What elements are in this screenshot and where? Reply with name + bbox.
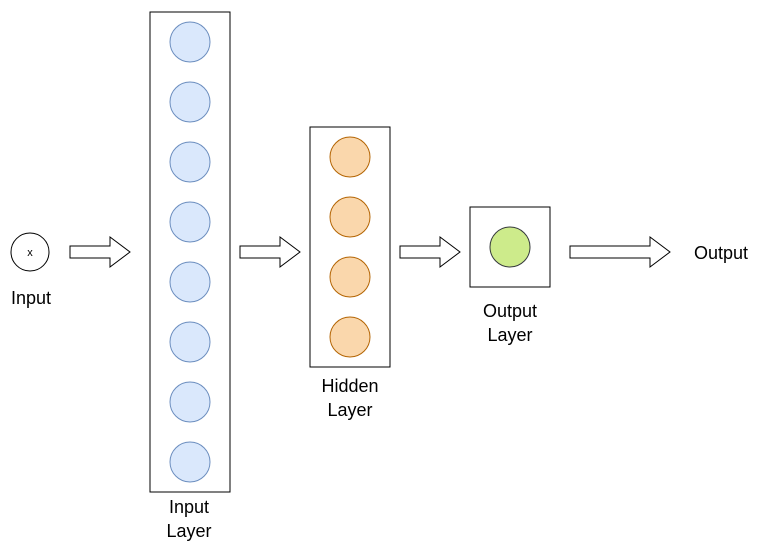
input-neuron-4 xyxy=(169,201,211,243)
arrow-output-layer-to-output xyxy=(569,236,671,268)
hidden-layer-label-line2: Layer xyxy=(327,400,372,420)
input-node xyxy=(10,232,50,272)
input-neuron-3 xyxy=(169,141,211,183)
input-neuron-6 xyxy=(169,321,211,363)
input-node-symbol: x xyxy=(27,247,33,259)
input-layer-label-line1: Input xyxy=(169,497,209,517)
input-neuron-2 xyxy=(169,81,211,123)
output-neuron-1 xyxy=(489,226,531,268)
output-layer-label-line2: Layer xyxy=(487,325,532,345)
hidden-neuron-3 xyxy=(329,256,371,298)
hidden-layer-neurons xyxy=(329,136,371,358)
input-neuron-1 xyxy=(169,21,211,63)
arrow-input-layer-to-hidden-layer xyxy=(239,236,301,268)
input-layer-neurons xyxy=(169,21,211,483)
hidden-neuron-1 xyxy=(329,136,371,178)
input-layer-label-line2: Layer xyxy=(166,521,211,541)
arrow-hidden-layer-to-output-layer xyxy=(399,236,461,268)
input-neuron-5 xyxy=(169,261,211,303)
input-neuron-8 xyxy=(169,441,211,483)
hidden-neuron-4 xyxy=(329,316,371,358)
output-layer-neurons xyxy=(489,226,531,268)
hidden-layer-label-line1: Hidden xyxy=(321,376,378,396)
input-neuron-7 xyxy=(169,381,211,423)
output-layer-label-line1: Output xyxy=(483,301,537,321)
arrow-input-to-input-layer xyxy=(69,236,131,268)
hidden-neuron-2 xyxy=(329,196,371,238)
output-label: Output xyxy=(694,243,748,263)
input-label: Input xyxy=(11,288,51,308)
